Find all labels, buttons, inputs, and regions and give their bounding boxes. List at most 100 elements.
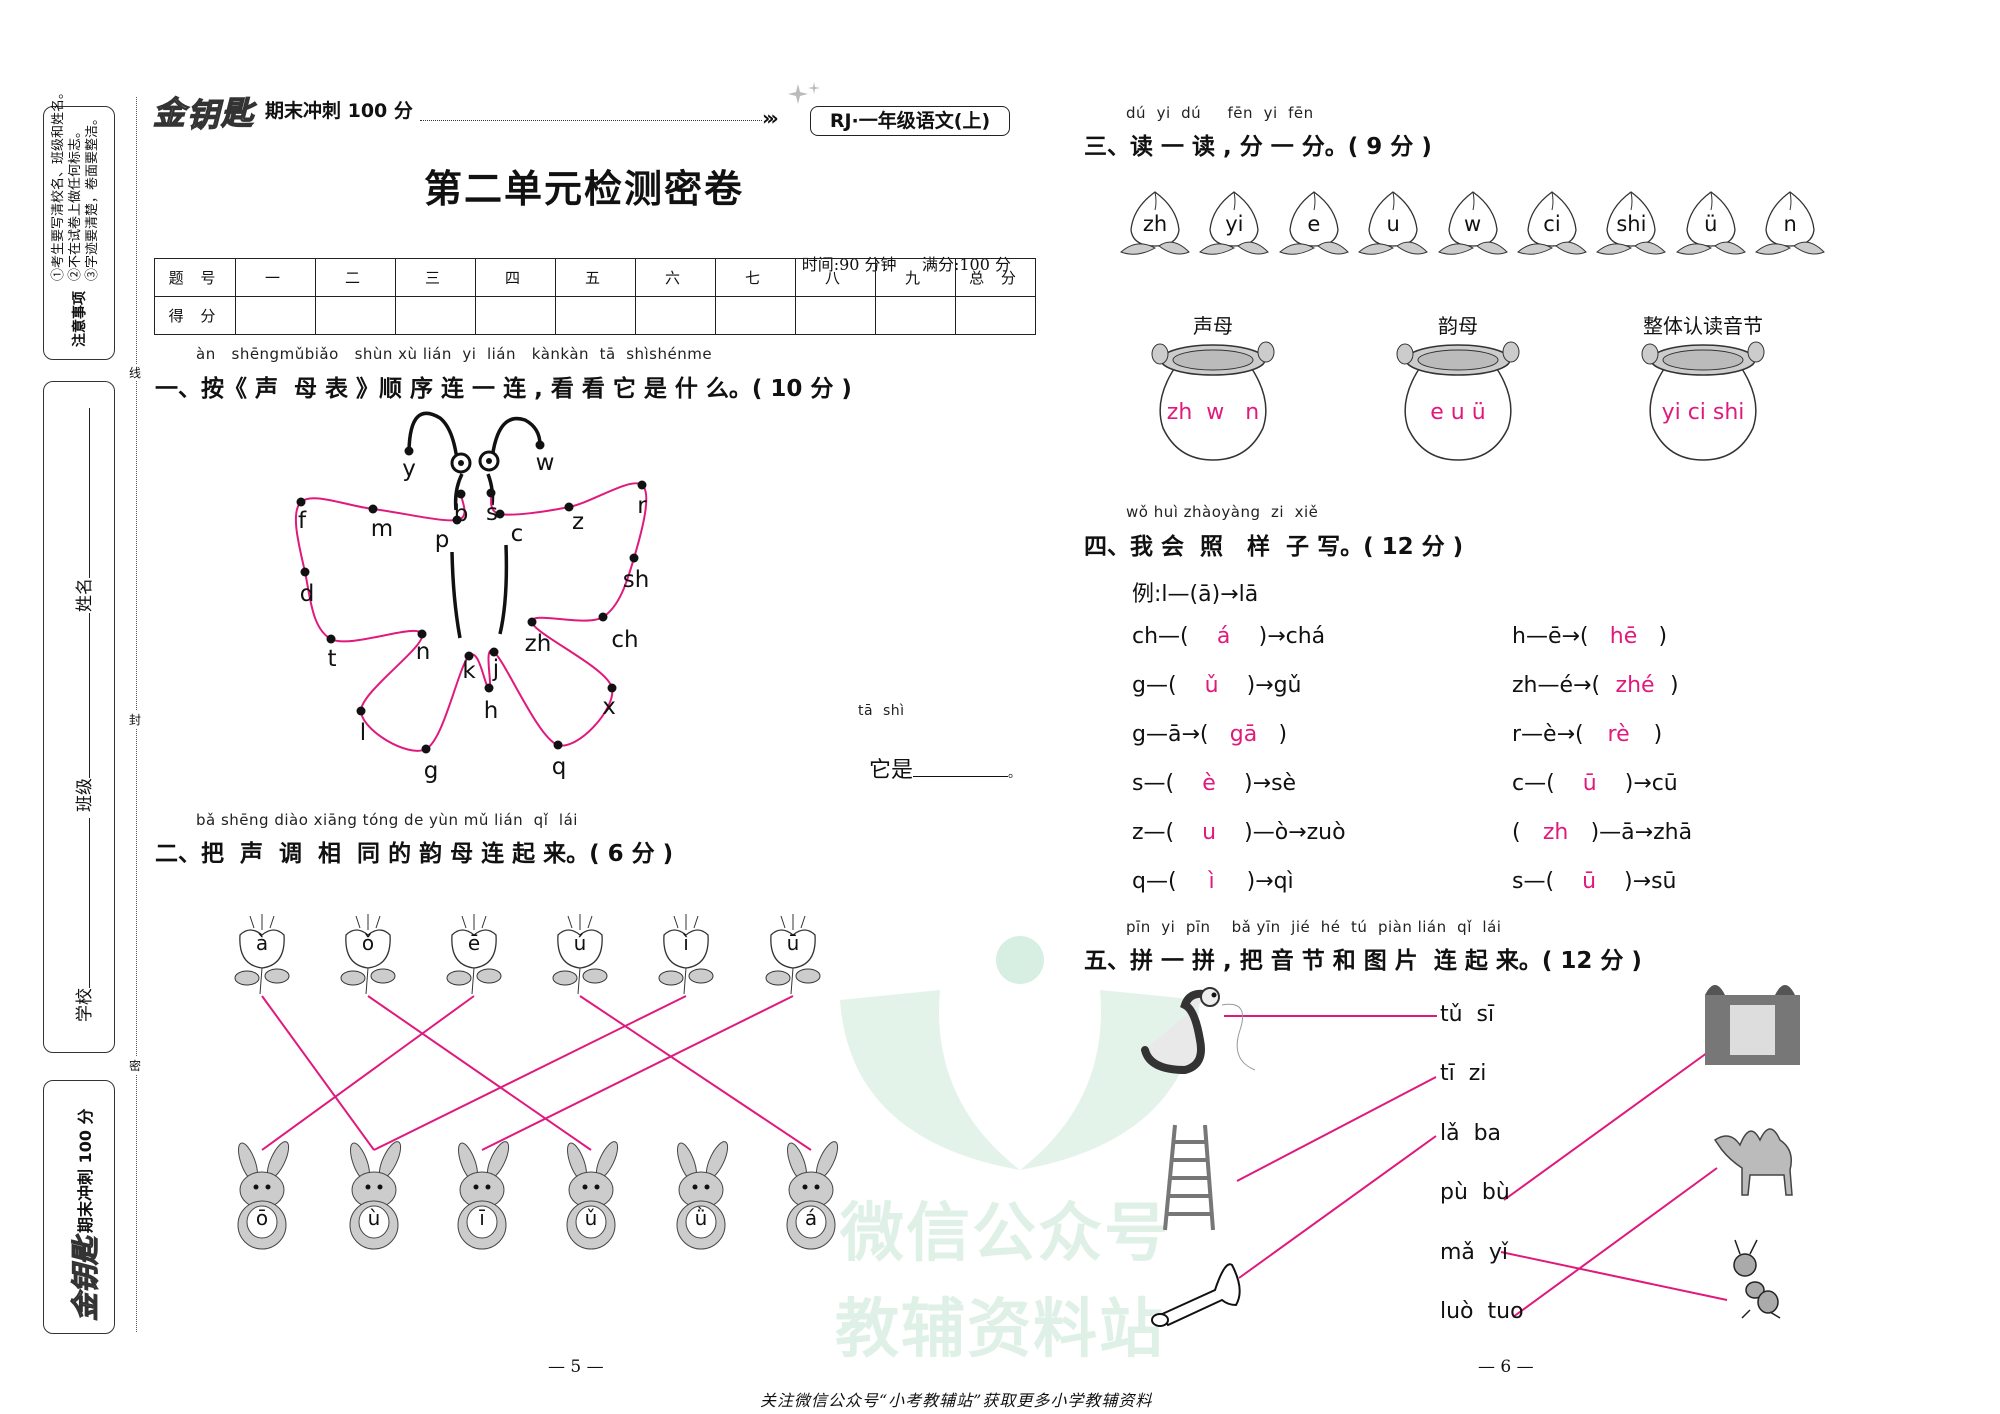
answer-line: 它是。 bbox=[855, 727, 1021, 784]
row-prefix: g—ā→( bbox=[1132, 722, 1209, 747]
dot-n[interactable] bbox=[417, 629, 427, 639]
row-answer[interactable]: zh bbox=[1542, 820, 1569, 845]
dot-w[interactable] bbox=[535, 440, 545, 450]
dot-j[interactable] bbox=[489, 647, 499, 657]
dot-d[interactable] bbox=[300, 567, 310, 577]
row-answer[interactable]: á bbox=[1216, 624, 1231, 649]
letter-label: x bbox=[602, 694, 616, 720]
score-cell[interactable] bbox=[795, 296, 876, 335]
flower-icon bbox=[340, 914, 396, 995]
letter-label: s bbox=[486, 500, 498, 526]
pot-answer[interactable]: zh w n bbox=[1166, 400, 1260, 425]
answer-blank[interactable] bbox=[913, 776, 1009, 777]
row-answer[interactable]: hē bbox=[1609, 624, 1638, 649]
pot-answer[interactable]: e u ü bbox=[1430, 400, 1486, 425]
row-answer[interactable]: ǔ bbox=[1204, 673, 1219, 698]
row-suffix: )→gǔ bbox=[1246, 673, 1302, 698]
dot-l[interactable] bbox=[356, 706, 366, 716]
waterfall-picture bbox=[1705, 985, 1800, 1065]
pot-answer[interactable]: yi ci shi bbox=[1661, 400, 1745, 425]
peach-icon bbox=[1199, 191, 1270, 255]
dot-zh[interactable] bbox=[527, 617, 537, 627]
section1-title: 一、按《 声 母 表 》顺 序 连 一 连 , 看 看 它 是 什 么。( 10… bbox=[155, 376, 852, 402]
peach-card: u bbox=[1355, 188, 1431, 260]
row-answer[interactable]: ū bbox=[1582, 869, 1597, 894]
score-cell[interactable] bbox=[475, 296, 556, 335]
row-answer[interactable]: ū bbox=[1582, 771, 1597, 796]
footer-note: 关注微信公众号“小考教辅站”获取更多小学教辅资料 bbox=[760, 1391, 1153, 1410]
syllable-word[interactable]: tǔ sī bbox=[1440, 1002, 1495, 1027]
letter-label: t bbox=[327, 646, 337, 672]
match-line[interactable] bbox=[373, 995, 687, 1151]
row-prefix: s—( bbox=[1512, 869, 1555, 894]
score-cell[interactable] bbox=[715, 296, 796, 335]
row-suffix: )—ò→zuò bbox=[1244, 820, 1346, 845]
flower-icon bbox=[658, 914, 714, 995]
horn-picture bbox=[1151, 1263, 1241, 1327]
dot-h[interactable] bbox=[484, 683, 494, 693]
letter-label: z bbox=[571, 509, 585, 535]
row-answer[interactable]: zhé bbox=[1615, 673, 1655, 698]
col-header: 三 bbox=[395, 258, 476, 297]
peach-syllable: n bbox=[1783, 212, 1797, 236]
watermark-text-1: 微信公众号 bbox=[840, 1197, 1170, 1271]
dot-x[interactable] bbox=[607, 683, 617, 693]
fill-row: g—(ǔ)→gǔ bbox=[1132, 673, 1302, 698]
dot-p[interactable] bbox=[452, 515, 462, 525]
flower-vowel: ú bbox=[573, 931, 587, 955]
row-suffix: ) bbox=[1658, 624, 1668, 649]
syllable-word[interactable]: tī zi bbox=[1440, 1061, 1487, 1086]
pot-icon: zh w n bbox=[1148, 338, 1278, 463]
row-prefix: z—( bbox=[1132, 820, 1175, 845]
dot-c[interactable] bbox=[495, 509, 505, 519]
syllable-word[interactable]: pù bù bbox=[1440, 1180, 1510, 1205]
dot-m[interactable] bbox=[368, 504, 378, 514]
letter-label: d bbox=[299, 581, 315, 607]
dot-z[interactable] bbox=[564, 502, 574, 512]
match-line[interactable] bbox=[261, 995, 475, 1151]
peach-card: w bbox=[1435, 188, 1511, 260]
watermark-text-2: 教辅资料站 bbox=[835, 1293, 1165, 1367]
section3-pinyin: dú yi dú fēn yi fēn bbox=[1126, 104, 1314, 122]
score-cell[interactable] bbox=[555, 296, 636, 335]
ant-picture bbox=[1733, 1239, 1781, 1319]
match-line[interactable] bbox=[481, 995, 794, 1151]
syllable-word[interactable]: luò tuo bbox=[1440, 1299, 1524, 1324]
match-line[interactable] bbox=[261, 995, 375, 1151]
peach-icon bbox=[1755, 191, 1826, 255]
fill-row: h—ē→(hē) bbox=[1512, 624, 1667, 649]
dot-k[interactable] bbox=[464, 651, 474, 661]
dot-ch[interactable] bbox=[598, 612, 608, 622]
section2-pinyin: bǎ shēng diào xiāng tóng de yùn mǔ lián … bbox=[196, 811, 578, 829]
letter-label: l bbox=[359, 720, 367, 746]
pot-label: 声母 bbox=[1193, 314, 1233, 338]
match-line bbox=[1503, 1049, 1712, 1201]
dot-y[interactable] bbox=[404, 446, 414, 456]
row-answer[interactable]: gā bbox=[1229, 722, 1258, 747]
row-answer[interactable]: è bbox=[1202, 771, 1216, 796]
score-cell[interactable] bbox=[875, 296, 956, 335]
ladder-picture bbox=[1163, 1124, 1215, 1231]
peach-card: ü bbox=[1673, 188, 1749, 260]
dot-r[interactable] bbox=[637, 480, 647, 490]
dot-t[interactable] bbox=[326, 634, 336, 644]
dot-g[interactable] bbox=[421, 744, 431, 754]
letter-label: b bbox=[453, 501, 469, 527]
row-answer[interactable]: u bbox=[1202, 820, 1217, 845]
dot-sh[interactable] bbox=[629, 553, 639, 563]
row-answer[interactable]: rè bbox=[1607, 722, 1630, 747]
score-cell[interactable] bbox=[315, 296, 396, 335]
score-cell[interactable] bbox=[395, 296, 476, 335]
row-answer[interactable]: ì bbox=[1208, 869, 1215, 894]
match-line[interactable] bbox=[367, 995, 592, 1151]
dot-q[interactable] bbox=[553, 740, 563, 750]
dot-s[interactable] bbox=[486, 488, 496, 498]
syllable-word[interactable]: mǎ yǐ bbox=[1440, 1240, 1509, 1265]
match-line[interactable] bbox=[579, 995, 812, 1151]
score-cell[interactable] bbox=[955, 296, 1036, 335]
syllable-word[interactable]: lǎ ba bbox=[1440, 1121, 1502, 1146]
dot-b[interactable] bbox=[456, 489, 466, 499]
peach-syllable: ci bbox=[1543, 212, 1561, 236]
fill-row: c—(ū)→cū bbox=[1512, 771, 1678, 796]
dot-f[interactable] bbox=[296, 497, 306, 507]
